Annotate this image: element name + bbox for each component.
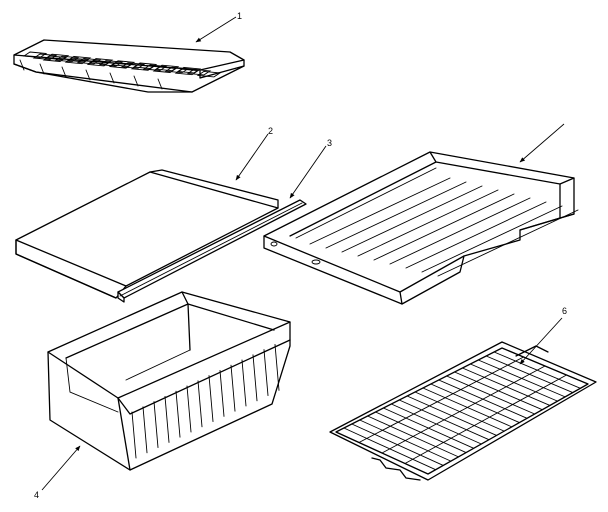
crisper-rib [230, 364, 236, 412]
callout-1: 1 [195, 11, 242, 43]
shelf-rack [329, 341, 597, 481]
callout-label-2: 2 [268, 126, 273, 136]
crisper-rib [197, 380, 203, 428]
ice-cell [64, 57, 90, 65]
callout-6: 6 [519, 306, 567, 365]
ice-cell [196, 70, 222, 78]
callout-label-4: 4 [34, 490, 39, 500]
deli-tray [263, 151, 579, 305]
ice-cell [32, 53, 58, 60]
crisper-rib [142, 406, 148, 454]
leader-arrow-6 [519, 317, 563, 365]
ice-cell [42, 55, 68, 62]
crisper-rib [208, 375, 214, 423]
ice-cell [76, 57, 102, 65]
crisper-rib [186, 385, 192, 433]
ice-cell [130, 64, 156, 71]
crisper-rib [252, 354, 258, 402]
deli-tray-rib [405, 201, 547, 269]
crisper-rib [263, 349, 269, 397]
crisper-rib [131, 411, 137, 459]
callout-label-1: 1 [237, 11, 242, 21]
callout-label-6: 6 [562, 306, 567, 316]
leader-arrow-1 [195, 16, 237, 43]
deli-tray-rib [325, 181, 467, 249]
deli-tray-rib [389, 197, 531, 265]
ice-cell [152, 66, 178, 73]
crisper-rib [219, 369, 225, 417]
leader-arrow-4 [41, 445, 81, 491]
deli-tray-rib [437, 209, 579, 277]
ice-cell [22, 51, 48, 58]
callout-3: 3 [289, 138, 332, 199]
deli-tray-ribs [309, 177, 579, 277]
ice-cell [108, 62, 134, 69]
callout-label-3: 3 [327, 138, 332, 148]
ice-tray [13, 39, 245, 93]
callout-unnumbered [519, 123, 565, 163]
ice-cell [186, 68, 212, 76]
leader-arrow-3 [289, 145, 327, 199]
ice-tray-cells [22, 51, 222, 78]
ice-cell [98, 60, 124, 67]
deli-tray-rib [421, 205, 563, 273]
deli-tray-rib [373, 193, 515, 261]
ice-cell [164, 66, 190, 74]
ice-cell [120, 62, 146, 69]
shelf-rack-wires [335, 347, 589, 475]
leader-arrow-2 [235, 133, 269, 181]
rack-crossbar [381, 365, 546, 454]
ice-cell [174, 68, 200, 76]
callout-2: 2 [235, 126, 273, 181]
shelf-trim [117, 199, 307, 303]
deli-tray-rib [309, 177, 451, 245]
leader-arrow-deli-tray [519, 123, 565, 163]
crisper-rib [241, 359, 247, 407]
ice-cell [54, 55, 80, 63]
ice-cell [86, 59, 112, 67]
deli-tray-rib [341, 185, 483, 253]
rack-crossbar [404, 374, 567, 464]
rack-crossbar [358, 356, 524, 443]
crisper-pan-ribs [131, 343, 280, 459]
crisper-pan [47, 291, 291, 471]
glass-shelf [15, 169, 279, 299]
crisper-rib [153, 401, 159, 449]
crisper-rib [274, 343, 280, 391]
crisper-rib [164, 395, 170, 443]
callout-4: 4 [34, 445, 81, 500]
ice-cell [142, 64, 168, 71]
deli-tray-rib [357, 189, 499, 257]
crisper-rib [175, 390, 181, 438]
